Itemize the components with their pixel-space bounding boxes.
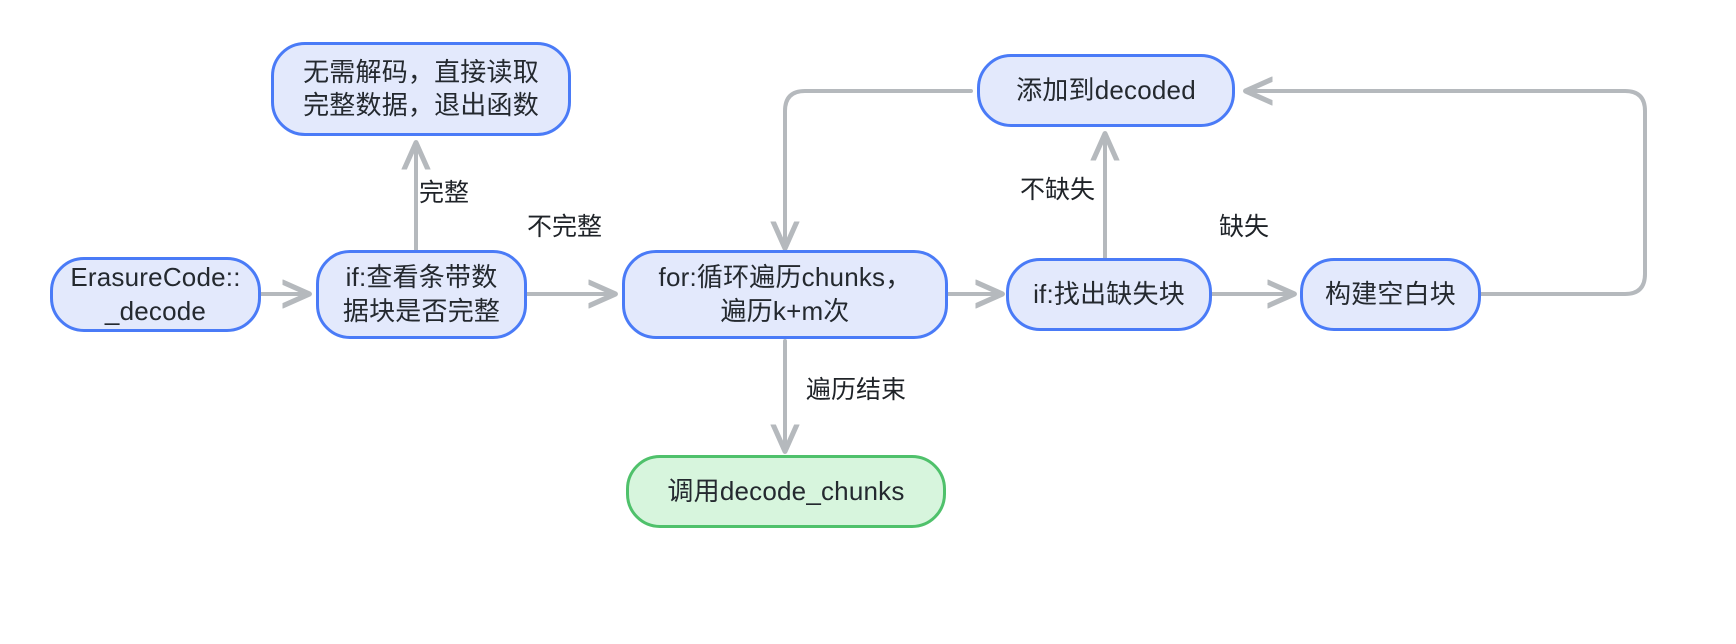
edge-label-not-missing: 不缺失 [1020,176,1096,204]
node-add-to-decoded[interactable]: 添加到decoded [977,54,1235,127]
edge-label-loop-end: 遍历结束 [806,376,907,404]
node-find-missing-chunks[interactable]: if:找出缺失块 [1006,258,1212,331]
edge-adddecoded-to-for [785,89,973,246]
edge-label-complete: 完整 [419,179,470,207]
node-call-decode-chunks[interactable]: 调用decode_chunks [626,455,946,528]
node-for-loop-chunks[interactable]: for:循环遍历chunks， 遍历k+m次 [622,250,948,339]
edge-label-incomplete: 不完整 [527,213,603,241]
edge-label-missing: 缺失 [1219,213,1270,241]
node-no-decode-needed[interactable]: 无需解码，直接读取 完整数据，退出函数 [271,42,571,136]
node-erasurecode-decode[interactable]: ErasureCode:: _decode [50,257,261,332]
node-build-blank-chunk[interactable]: 构建空白块 [1300,258,1481,331]
node-check-stripe-complete[interactable]: if:查看条带数 据块是否完整 [316,250,527,339]
